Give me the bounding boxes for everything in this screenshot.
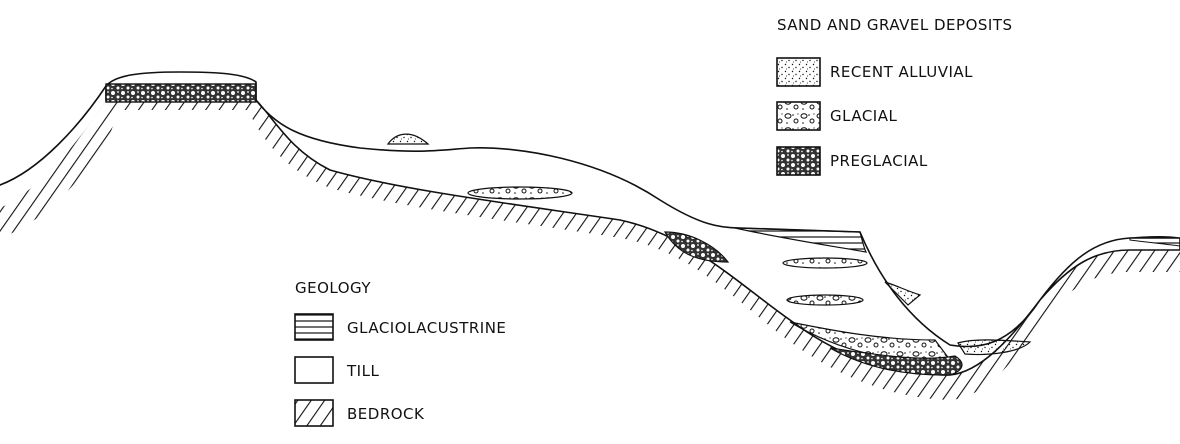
glacial-lens (468, 187, 572, 199)
cross-section (0, 72, 1180, 444)
recent-alluvial-label: RECENT ALLUVIAL (830, 63, 973, 81)
hilltop-preglacial-deposit (106, 84, 256, 102)
bedrock-label: BEDROCK (347, 405, 425, 423)
recent-alluvial-swatch (777, 58, 820, 86)
till-label: TILL (346, 362, 379, 380)
sand-gravel-legend-heading: SAND AND GRAVEL DEPOSITS (777, 16, 1013, 34)
preglacial-label: PREGLACIAL (830, 152, 928, 170)
sand-gravel-legend: SAND AND GRAVEL DEPOSITS RECENT ALLUVIAL… (777, 16, 1013, 175)
glacial-lens (787, 295, 863, 305)
geology-legend-heading: GEOLOGY (295, 279, 371, 297)
till-swatch (295, 357, 333, 383)
glacial-label: GLACIAL (830, 107, 897, 125)
glaciolacustrine-swatch (295, 314, 333, 340)
bedrock-swatch (295, 400, 333, 426)
bedrock-mask (0, 110, 1180, 444)
preglacial-swatch (777, 147, 820, 175)
glaciolacustrine-label: GLACIOLACUSTRINE (347, 319, 506, 337)
glacial-lens (783, 258, 867, 268)
recent-alluvial-mound (388, 134, 428, 144)
glacial-swatch (777, 102, 820, 130)
